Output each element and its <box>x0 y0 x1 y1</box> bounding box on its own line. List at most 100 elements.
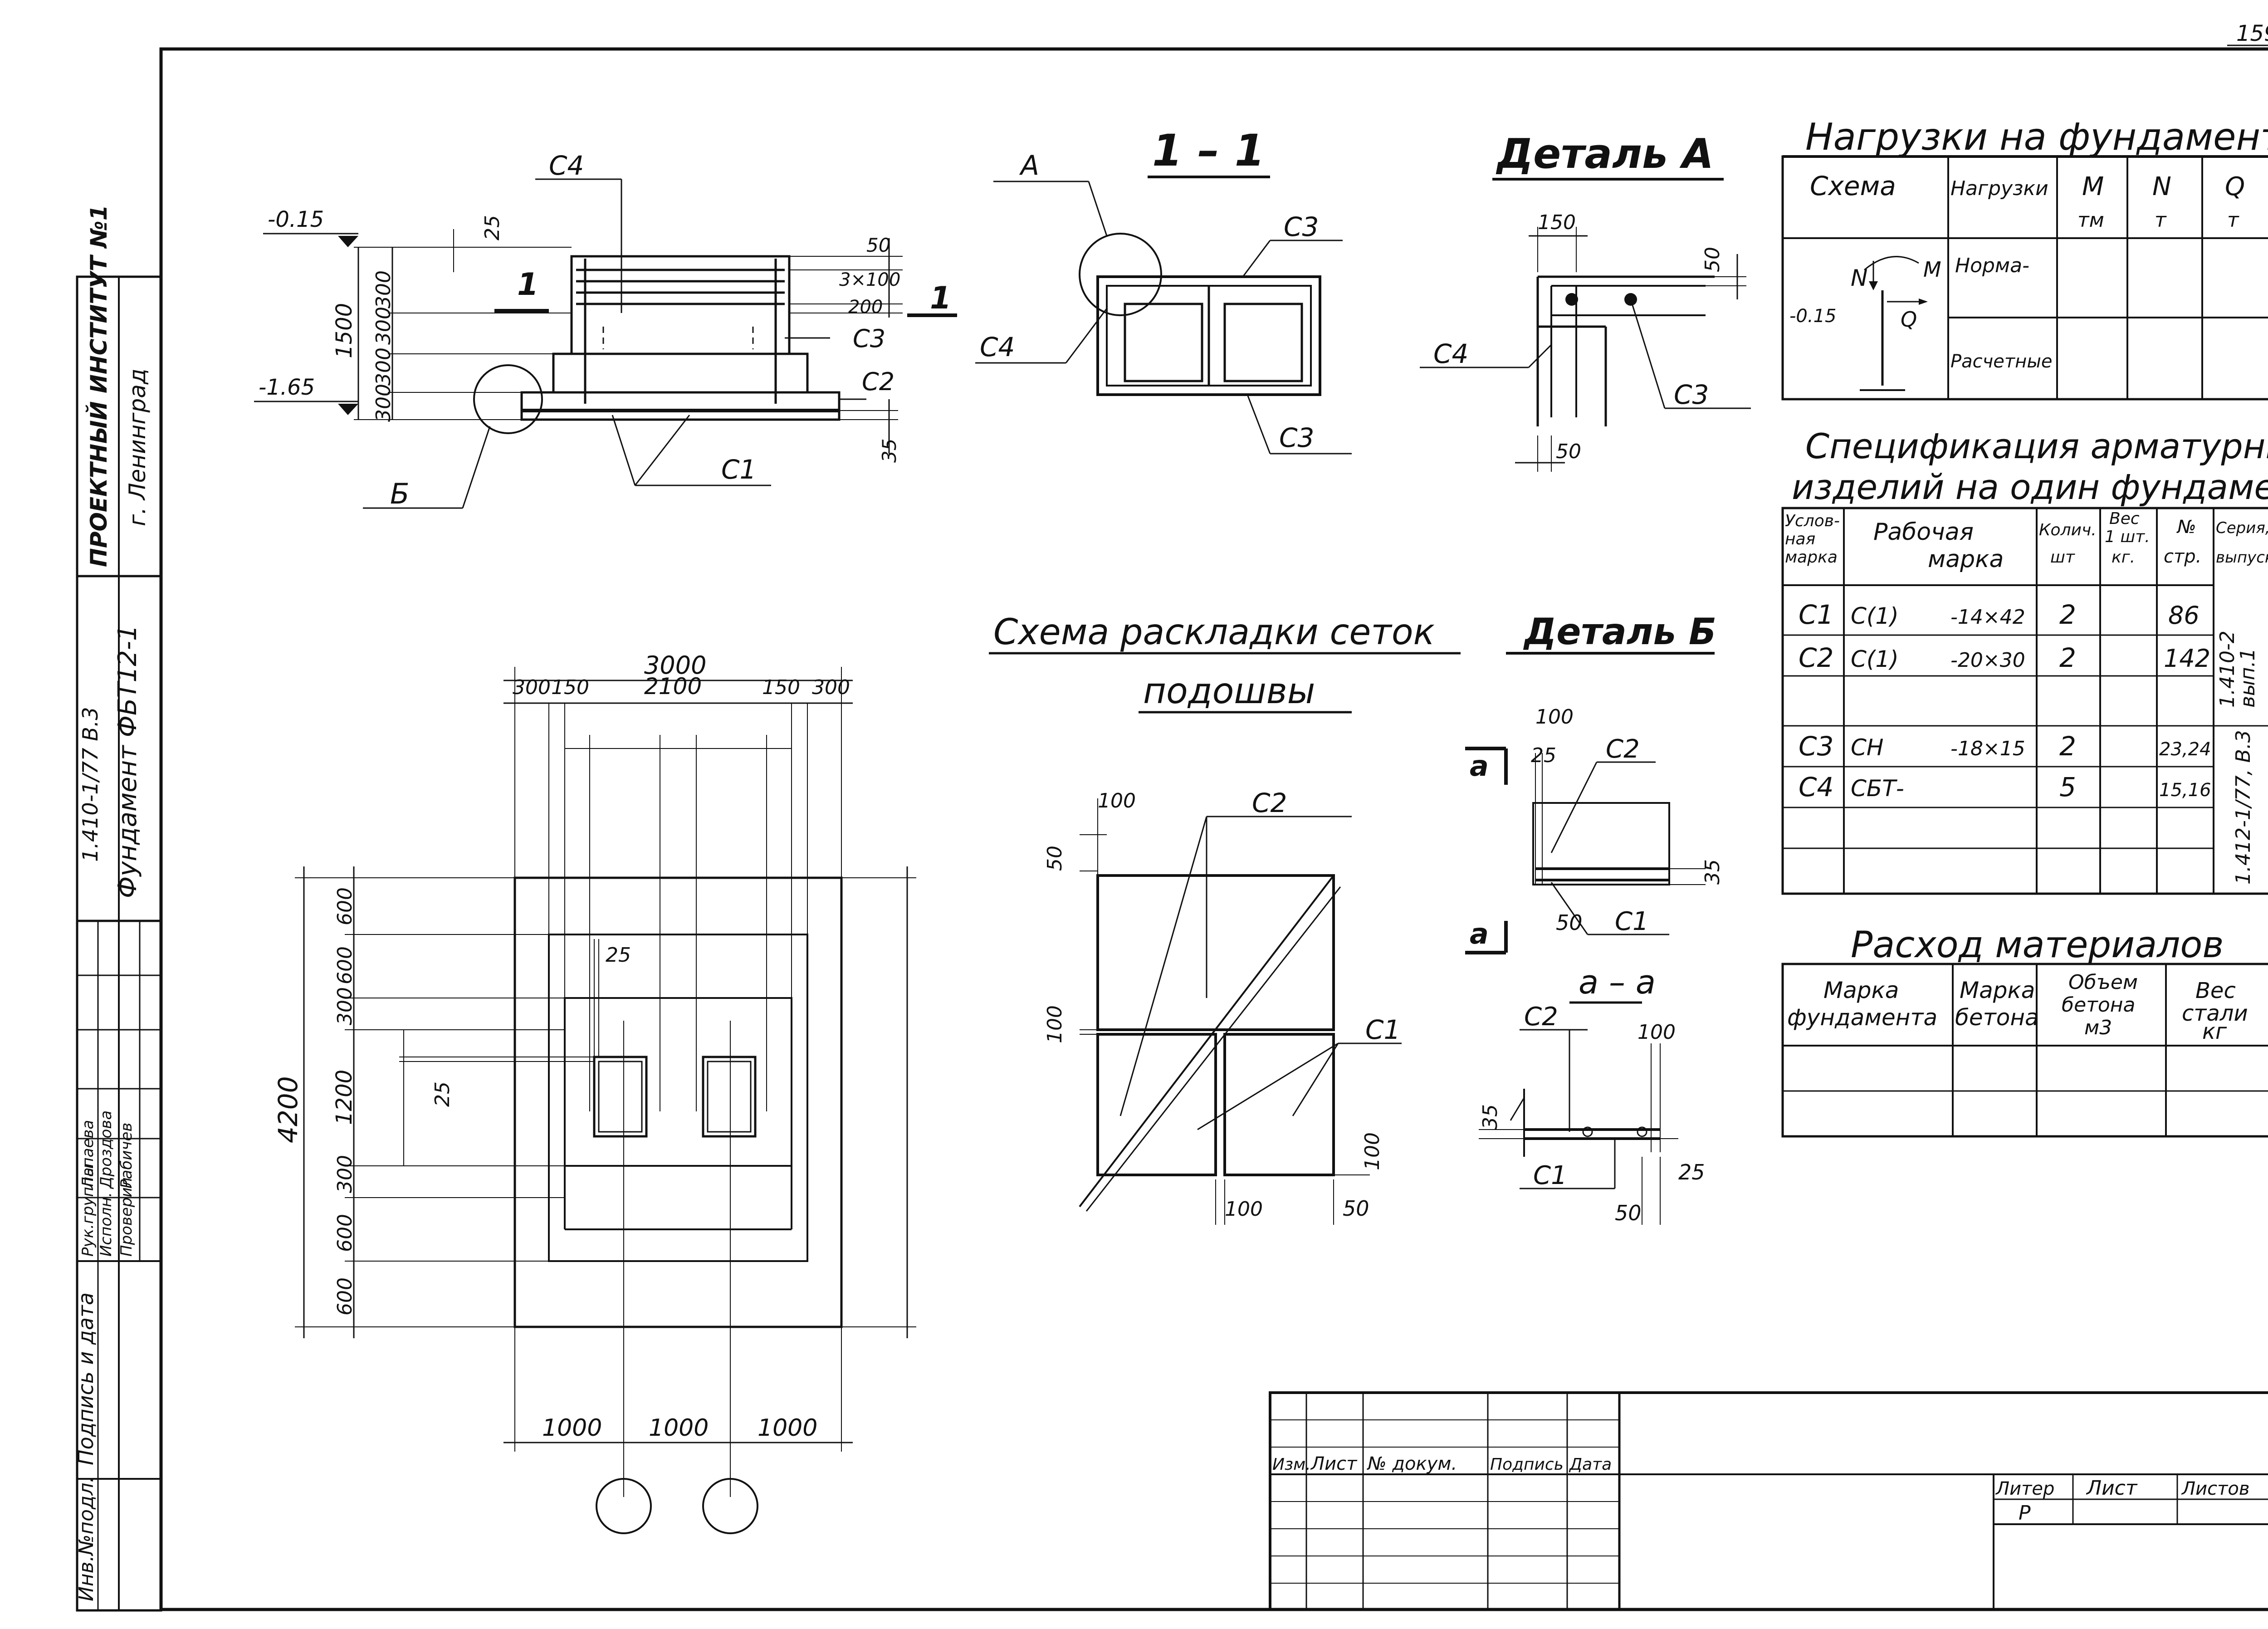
side-role-1: Рук.группы <box>79 1164 97 1257</box>
elev-m015: -0.15 <box>268 207 324 232</box>
plan-v1200: 1200 <box>332 1070 357 1125</box>
spec-r4-page: 23,24 <box>2159 739 2211 760</box>
spec-r5-mark: С4 <box>1799 772 1833 802</box>
loads-h-q: Q <box>2225 172 2245 201</box>
detb-d50: 50 <box>1556 910 1583 935</box>
plan-d300b: 300 <box>812 676 850 699</box>
stamp-col-0: Изм. <box>1272 1455 1311 1474</box>
sec-c4: С4 <box>980 332 1015 362</box>
mesh-d100a: 100 <box>1098 789 1136 812</box>
elev-d200: 200 <box>848 297 883 318</box>
loads-h-m: M <box>2082 172 2104 201</box>
elev-c2: С2 <box>862 367 894 396</box>
spec-title-1: Спецификация арматурных <box>1805 426 2268 466</box>
mesh-d50a: 50 <box>1043 846 1066 871</box>
side-role-3: Проверил <box>117 1178 136 1257</box>
detb-c2: С2 <box>1606 734 1640 764</box>
stamp-col-2: № докум. <box>1367 1453 1457 1474</box>
elev-b: Б <box>390 477 410 510</box>
loads-u-m: тм <box>2077 209 2104 232</box>
detail-b: Деталь Б а а 100 25 С2 35 50 С1 <box>1465 611 1724 954</box>
deta-d50b: 50 <box>1556 440 1581 463</box>
elev-d25: 25 <box>481 215 504 240</box>
stamp-col-4: Дата <box>1569 1455 1612 1474</box>
mesh-scheme: Схема раскладки сеток подошвы С2 С1 100 … <box>989 612 1461 1225</box>
mesh-d100b: 100 <box>1043 1005 1066 1043</box>
stamp-listov: Листов <box>2181 1478 2249 1499</box>
section-1-1: 1 – 1 А С3 С3 С4 <box>975 125 1352 455</box>
spec-row-1: С1 С(1) -14×42 2 86 <box>1799 599 2200 630</box>
spec-r1-mark: С1 <box>1799 599 1833 630</box>
elev-d300d: 300 <box>372 270 395 308</box>
mesh-c2: С2 <box>1252 788 1287 818</box>
spec-r2-mark: С2 <box>1799 642 1833 673</box>
detb-title: Деталь Б <box>1523 611 1716 653</box>
elev-d300b: 300 <box>372 347 395 386</box>
spec-r5-work: СБТ- <box>1851 775 1904 802</box>
loads-h-n: N <box>2152 172 2171 201</box>
elev-c3: С3 <box>853 324 885 353</box>
sheet-frame <box>159 47 2268 1611</box>
mesh-d50b: 50 <box>1343 1196 1369 1221</box>
sec-c3b: С3 <box>1279 422 1314 453</box>
loads-table: Нагрузки на фундамент Схема Нагрузки M N… <box>1781 116 2268 401</box>
sec-title: 1 – 1 <box>1152 125 1265 176</box>
spec-r2-page: 142 <box>2164 644 2210 673</box>
detb-a1: а <box>1470 749 1489 783</box>
detb-d35: 35 <box>1701 859 1724 885</box>
aa-c2: С2 <box>1524 1002 1558 1032</box>
mesh-d100d: 100 <box>1361 1132 1384 1170</box>
loads-s-q: Q <box>1901 307 1917 332</box>
title-stamp: Изм. Лист № докум. Подпись Дата Литер Ли… <box>1269 1391 2268 1611</box>
detb-d25: 25 <box>1531 744 1556 767</box>
spec-r1-qty: 2 <box>2059 599 2076 630</box>
plan-d4200: 4200 <box>273 1076 303 1143</box>
plan-d1000b: 1000 <box>649 1414 709 1442</box>
side-name-2: Дроздова <box>97 1110 115 1189</box>
mat-title: Расход материалов <box>1851 924 2224 966</box>
loads-s-n: N <box>1851 265 1867 291</box>
mesh-c1: С1 <box>1365 1014 1400 1045</box>
spec-r1-page: 86 <box>2168 601 2200 630</box>
deta-c3: С3 <box>1674 379 1709 410</box>
detail-a: Деталь А 150 50 50 С4 С3 <box>1420 130 1751 472</box>
loads-h-loads: Нагрузки <box>1950 177 2048 200</box>
spec-r4-size: -18×15 <box>1950 737 2025 760</box>
spec-series-a: 1.410-2вып.1 <box>2216 631 2259 708</box>
aa-title: а – а <box>1579 963 1656 1001</box>
spec-r4-mark: С3 <box>1799 731 1833 762</box>
loads-title: Нагрузки на фундамент <box>1805 116 2268 159</box>
mesh-title-2: подошвы <box>1143 671 1315 712</box>
spec-h5: Серия,выпуск <box>2216 519 2268 567</box>
spec-r1-work: С(1) <box>1851 603 1899 629</box>
loads-row-calc: Расчетные <box>1950 351 2053 372</box>
plan-v600a: 600 <box>333 887 357 925</box>
spec-h2: Колич.шт <box>2039 521 2097 567</box>
aa-d35: 35 <box>1479 1104 1502 1130</box>
spec-r5-qty: 5 <box>2059 772 2076 802</box>
stamp-list: Лист <box>2086 1477 2138 1500</box>
aa-d50: 50 <box>1615 1201 1642 1225</box>
spec-r2-qty: 2 <box>2059 642 2076 673</box>
aa-c1: С1 <box>1533 1161 1567 1190</box>
deta-title: Деталь А <box>1496 130 1714 178</box>
spec-r2-work: С(1) <box>1851 646 1899 672</box>
side-inv: Инв.№подл. <box>75 1476 98 1601</box>
spec-table: Спецификация арматурных изделий на один … <box>1781 426 2268 895</box>
plan-v300b: 300 <box>333 1155 357 1193</box>
plan-d150b: 150 <box>762 676 800 699</box>
plan-d1000a: 1000 <box>542 1414 602 1442</box>
stamp-liter-val: Р <box>2019 1502 2031 1525</box>
spec-r2-size: -20×30 <box>1950 649 2025 672</box>
plan-d25a: 25 <box>606 944 631 967</box>
elev-d50: 50 <box>866 234 890 256</box>
side-name-1: Лапаева <box>79 1120 97 1189</box>
spec-r5-page: 15,16 <box>2159 780 2211 801</box>
loads-s-m: M <box>1923 257 1941 282</box>
elev-d1500: 1500 <box>332 303 357 358</box>
